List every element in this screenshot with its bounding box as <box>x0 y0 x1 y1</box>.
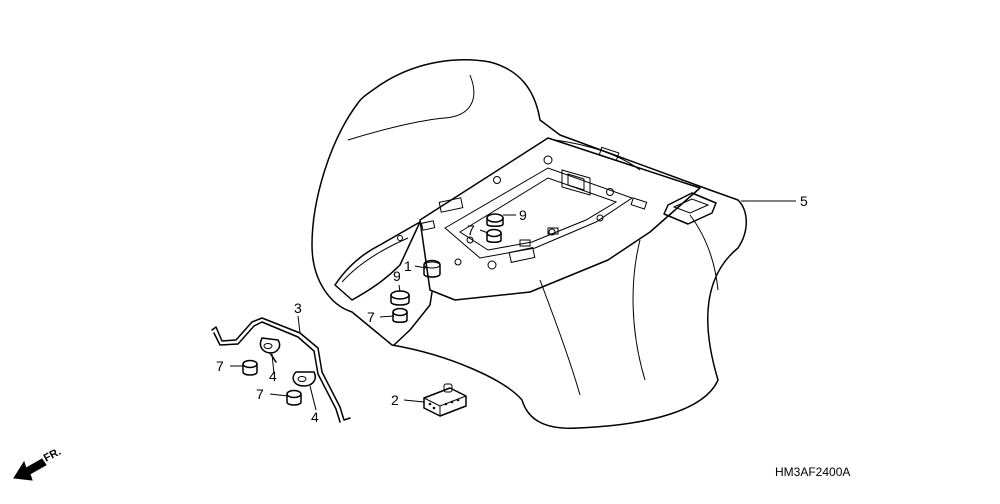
callout-7-left-lower: 7 <box>256 386 264 402</box>
callout-3: 3 <box>294 300 302 316</box>
rear-fender <box>311 59 747 429</box>
callout-9-upper: 9 <box>519 207 527 223</box>
nut-part-7-upper <box>486 228 502 243</box>
nut-part-7-left-upper <box>242 359 258 376</box>
grommet-part-1 <box>423 259 441 278</box>
callout-9-lower: 9 <box>393 268 401 284</box>
collar-part-9-upper <box>486 213 504 227</box>
stay-bracket-part-3 <box>211 317 351 423</box>
front-direction-label: FR. <box>42 446 63 465</box>
callout-1: 1 <box>404 258 412 274</box>
callout-7-upper: 7 <box>467 222 475 238</box>
callout-7-left-upper: 7 <box>216 358 224 374</box>
leader-lines <box>230 200 796 411</box>
callout-7-lower: 7 <box>367 309 375 325</box>
nut-part-7-left-lower <box>286 389 302 406</box>
callout-4-upper: 4 <box>269 368 277 384</box>
front-direction-arrow: FR. <box>13 446 63 481</box>
callout-2: 2 <box>391 392 399 408</box>
callout-5: 5 <box>800 193 808 209</box>
nut-part-7-lower <box>392 307 408 323</box>
diagram-code: HM3AF2400A <box>775 465 850 479</box>
callout-4-lower: 4 <box>311 409 319 425</box>
collar-part-9-lower <box>390 290 410 306</box>
cushion-part-2 <box>423 383 467 417</box>
